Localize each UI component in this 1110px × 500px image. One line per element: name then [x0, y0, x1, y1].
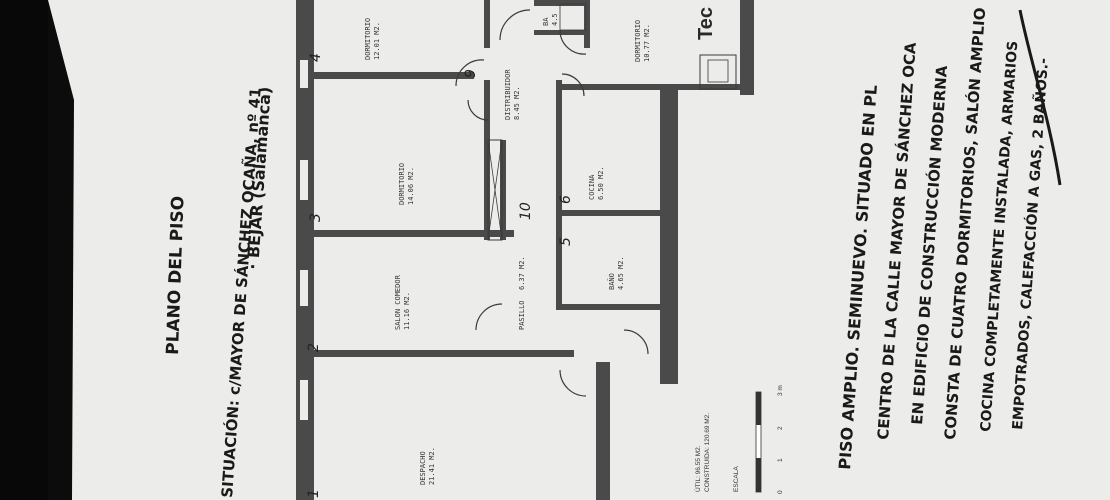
svg-text:BAÑO: BAÑO [607, 273, 616, 290]
svg-text:14.06 M2.: 14.06 M2. [407, 167, 415, 205]
floor-plan [296, 0, 754, 500]
svg-text:10.77 M2.: 10.77 M2. [643, 24, 651, 62]
marker-2: 2 [306, 343, 322, 352]
marker-9: 9 [463, 69, 479, 78]
outer-wall-left [296, 0, 314, 500]
svg-text:12.01 M2.: 12.01 M2. [373, 22, 381, 60]
svg-text:0: 0 [777, 490, 784, 494]
room-pasillo: PASILLO 6.37 M2. [518, 256, 526, 330]
svg-text:11.16 M2.: 11.16 M2. [403, 292, 411, 330]
room-cocina: COCINA 6.50 M2. [588, 166, 605, 200]
svg-text:DORMITORIO: DORMITORIO [364, 18, 372, 60]
marker-4: 4 [308, 53, 324, 62]
marker-3: 3 [308, 213, 324, 222]
svg-text:ESCALA: ESCALA [733, 466, 740, 492]
svg-text:1: 1 [777, 458, 784, 462]
svg-text:DESPACHO: DESPACHO [419, 451, 427, 485]
svg-text:CONSTRUIDA: 120.69 M2.: CONSTRUIDA: 120.69 M2. [704, 413, 711, 492]
svg-text:DISTRIBUIDOR: DISTRIBUIDOR [504, 69, 512, 120]
handwritten-stroke [1018, 9, 1062, 186]
room-salon: SALON COMEDOR 11.16 M2. [394, 274, 411, 330]
stamp-brand: Tec [695, 7, 717, 40]
room-bano: BAÑO 4.65 M2. [607, 256, 625, 290]
room-bano-2: BA 4.5 [542, 13, 559, 26]
svg-text:COCINA: COCINA [588, 174, 596, 200]
room-distribuidor: DISTRIBUIDOR 8.45 M2. [504, 69, 521, 120]
marker-6: 6 [558, 195, 574, 204]
room-markers: 1 2 3 4 5 6 9 10 [306, 53, 574, 498]
svg-text:4.5: 4.5 [551, 13, 559, 26]
room-dormitorio-4: DORMITORIO 12.01 M2. [364, 18, 381, 60]
svg-text:4.65 M2.: 4.65 M2. [617, 256, 625, 290]
room-dormitorio-3: DORMITORIO 14.06 M2. [398, 163, 415, 205]
svg-text:DORMITORIO: DORMITORIO [398, 163, 406, 205]
room-dormitorio-right: DORMITORIO 10.77 M2. [634, 20, 651, 62]
svg-text:6.50 M2.: 6.50 M2. [597, 166, 605, 200]
scale-bar: ESCALA 0 1 2 3 m [733, 385, 784, 494]
svg-text:3 m: 3 m [777, 385, 784, 396]
svg-text:SALON COMEDOR: SALON COMEDOR [394, 274, 402, 330]
svg-text:6.37 M2.: 6.37 M2. [518, 256, 526, 290]
svg-text:2: 2 [777, 426, 784, 430]
surface-areas: ÚTIL: 96.55 M2. CONSTRUIDA: 120.69 M2. [693, 413, 711, 492]
marker-1: 1 [306, 489, 322, 498]
svg-text:ÚTIL: 96.55 M2.: ÚTIL: 96.55 M2. [693, 445, 702, 492]
svg-text:8.45 M2.: 8.45 M2. [513, 86, 521, 120]
svg-text:BA: BA [542, 17, 550, 26]
dark-background [0, 0, 48, 500]
svg-text:PASILLO: PASILLO [518, 300, 526, 330]
svg-text:DORMITORIO: DORMITORIO [634, 20, 642, 62]
marker-5: 5 [558, 237, 574, 246]
marker-10: 10 [518, 202, 534, 220]
svg-text:21.41 M2.: 21.41 M2. [428, 447, 436, 485]
room-labels: DESPACHO 21.41 M2. SALON COMEDOR 11.16 M… [364, 13, 651, 485]
room-despacho: DESPACHO 21.41 M2. [419, 447, 436, 485]
